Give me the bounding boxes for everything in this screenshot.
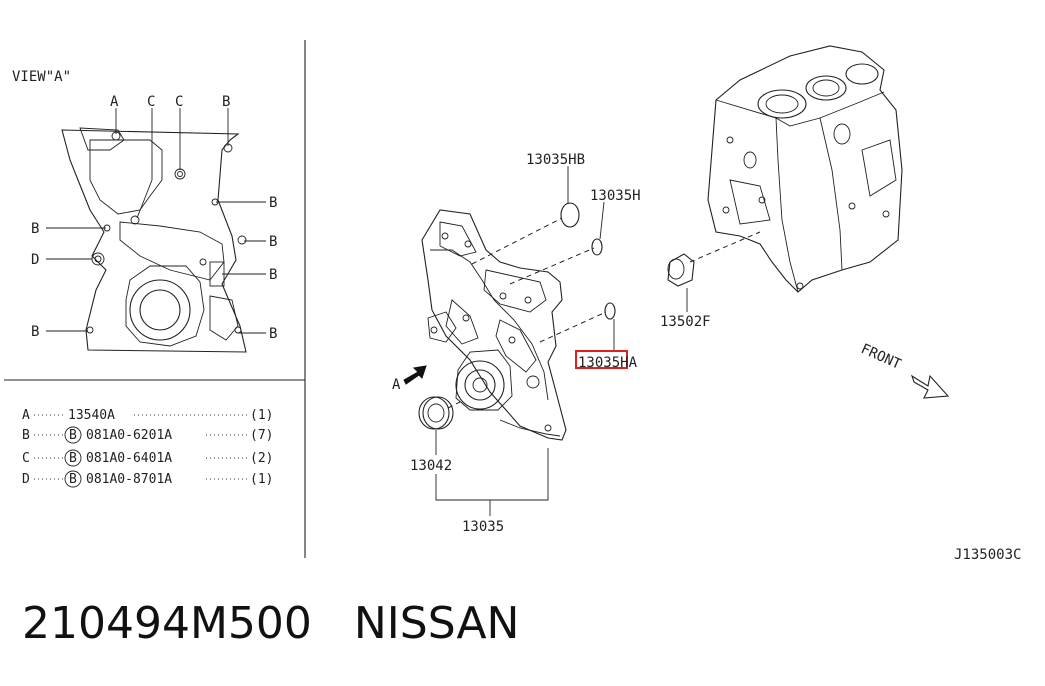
- part-label-13502f: 13502F: [660, 314, 711, 330]
- callout-c-1: C: [147, 94, 155, 110]
- front-arrow-icon: [910, 374, 950, 399]
- view-a-cover-outline: [61, 127, 247, 353]
- legend-row: A 13540A (1): [22, 408, 273, 423]
- legend-row: B B 081A0-6201A (7): [22, 426, 273, 444]
- oil-seal-drawing: [418, 396, 454, 430]
- bolt-symbol: B: [69, 451, 77, 466]
- footer-brand: NISSAN: [353, 598, 520, 649]
- callout-a: A: [110, 94, 119, 110]
- callout-b-right-2: B: [269, 234, 277, 250]
- svg-text:13540A: 13540A: [68, 408, 115, 423]
- svg-text:(2): (2): [250, 451, 273, 466]
- callout-b-left-1: B: [31, 221, 39, 237]
- view-a-arrow-label: A: [392, 377, 401, 393]
- callout-b-top: B: [222, 94, 230, 110]
- bolt-symbol: B: [69, 472, 77, 487]
- view-a-arrow-icon: [403, 365, 427, 385]
- gasket-13035ha: [604, 302, 616, 320]
- callout-d: D: [31, 252, 39, 268]
- legend-row: C B 081A0-6401A (2): [22, 449, 273, 467]
- svg-text:081A0-6201A: 081A0-6201A: [86, 428, 172, 443]
- svg-text:(7): (7): [250, 428, 273, 443]
- view-a-leaders: [46, 108, 266, 334]
- part-label-13035h: 13035H: [590, 188, 641, 204]
- footer-part-number: 210494M500: [22, 598, 312, 649]
- seal-13502f-drawing: [667, 253, 695, 287]
- svg-text:D: D: [22, 472, 30, 487]
- svg-text:081A0-6401A: 081A0-6401A: [86, 451, 172, 466]
- callout-c-2: C: [175, 94, 183, 110]
- part-label-13035ha: 13035HA: [578, 355, 638, 371]
- part-label-13035hb: 13035HB: [526, 152, 585, 168]
- legend-row: D B 081A0-8701A (1): [22, 470, 273, 488]
- front-label: FRONT: [858, 341, 904, 373]
- gasket-13035hb: [560, 202, 580, 228]
- callout-b-left-2: B: [31, 324, 39, 340]
- svg-text:(1): (1): [250, 408, 273, 423]
- view-label: VIEW"A": [12, 69, 71, 85]
- highlight-box: [575, 350, 628, 369]
- callout-b-right-4: B: [269, 326, 277, 342]
- svg-text:A: A: [22, 408, 30, 423]
- callout-b-right-3: B: [269, 267, 277, 283]
- legend: A 13540A (1) B B 081A0-6201A (7) C B 081…: [22, 408, 273, 488]
- footer-caption: 210494M500 NISSAN: [22, 598, 519, 649]
- callout-b-right-1: B: [269, 195, 277, 211]
- timing-cover-drawing: [421, 209, 567, 441]
- svg-text:(1): (1): [250, 472, 273, 487]
- svg-text:081A0-8701A: 081A0-8701A: [86, 472, 172, 487]
- svg-text:B: B: [22, 428, 30, 443]
- svg-text:C: C: [22, 451, 30, 466]
- part-label-13035: 13035: [462, 519, 504, 535]
- part-label-13042: 13042: [410, 458, 452, 474]
- bolt-symbol: B: [69, 428, 77, 443]
- gasket-13035h: [591, 238, 603, 256]
- engine-block-drawing: [707, 45, 903, 293]
- diagram-id: J135003C: [954, 547, 1021, 563]
